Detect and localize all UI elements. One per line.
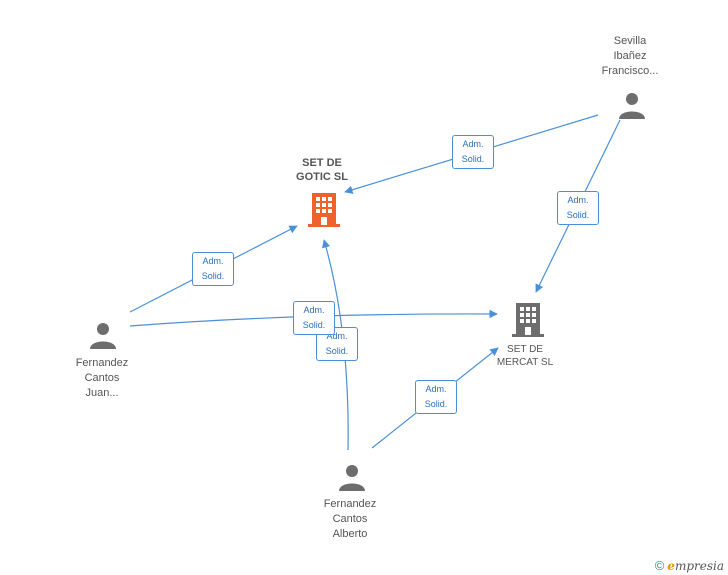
relation-badge: Adm. Solid. (192, 252, 234, 286)
company-name-set-de-mercat[interactable]: SET DE MERCAT SL (496, 344, 554, 368)
relation-type: Solid. (201, 271, 225, 281)
person-name-fernandez-juan[interactable]: Fernandez Cantos Juan... (75, 357, 129, 399)
person-icon[interactable] (617, 90, 647, 120)
relation-badge: Adm. Solid. (557, 191, 599, 225)
copyright-icon: © (654, 558, 665, 573)
relation-type: Solid. (302, 320, 326, 330)
relation-badge: Adm. Solid. (293, 301, 335, 335)
building-icon[interactable] (307, 191, 341, 227)
relation-type: Solid. (424, 399, 448, 409)
brand-logo[interactable]: empresia (667, 558, 724, 573)
relation-type: Solid. (461, 154, 485, 164)
relation-badge: Adm. Solid. (415, 380, 457, 414)
relation-type: Solid. (566, 210, 590, 220)
building-icon[interactable] (511, 301, 545, 337)
relation-type: Solid. (325, 346, 349, 356)
person-name-sevilla[interactable]: Sevilla Ibañez Francisco... (601, 35, 659, 77)
company-name-set-de-gotic[interactable]: SET DE GOTIC SL (296, 157, 348, 183)
footer-brand: © empresia (655, 558, 724, 573)
relation-role: Adm. (326, 331, 348, 341)
person-name-fernandez-alberto[interactable]: Fernandez Cantos Alberto (323, 498, 377, 540)
relation-role: Adm. (462, 139, 484, 149)
relation-role: Adm. (202, 256, 224, 266)
person-icon[interactable] (337, 462, 367, 492)
relation-role: Adm. (567, 195, 589, 205)
person-icon[interactable] (88, 320, 118, 350)
relation-role: Adm. (303, 305, 325, 315)
relation-badge: Adm. Solid. (452, 135, 494, 169)
relation-role: Adm. (425, 384, 447, 394)
